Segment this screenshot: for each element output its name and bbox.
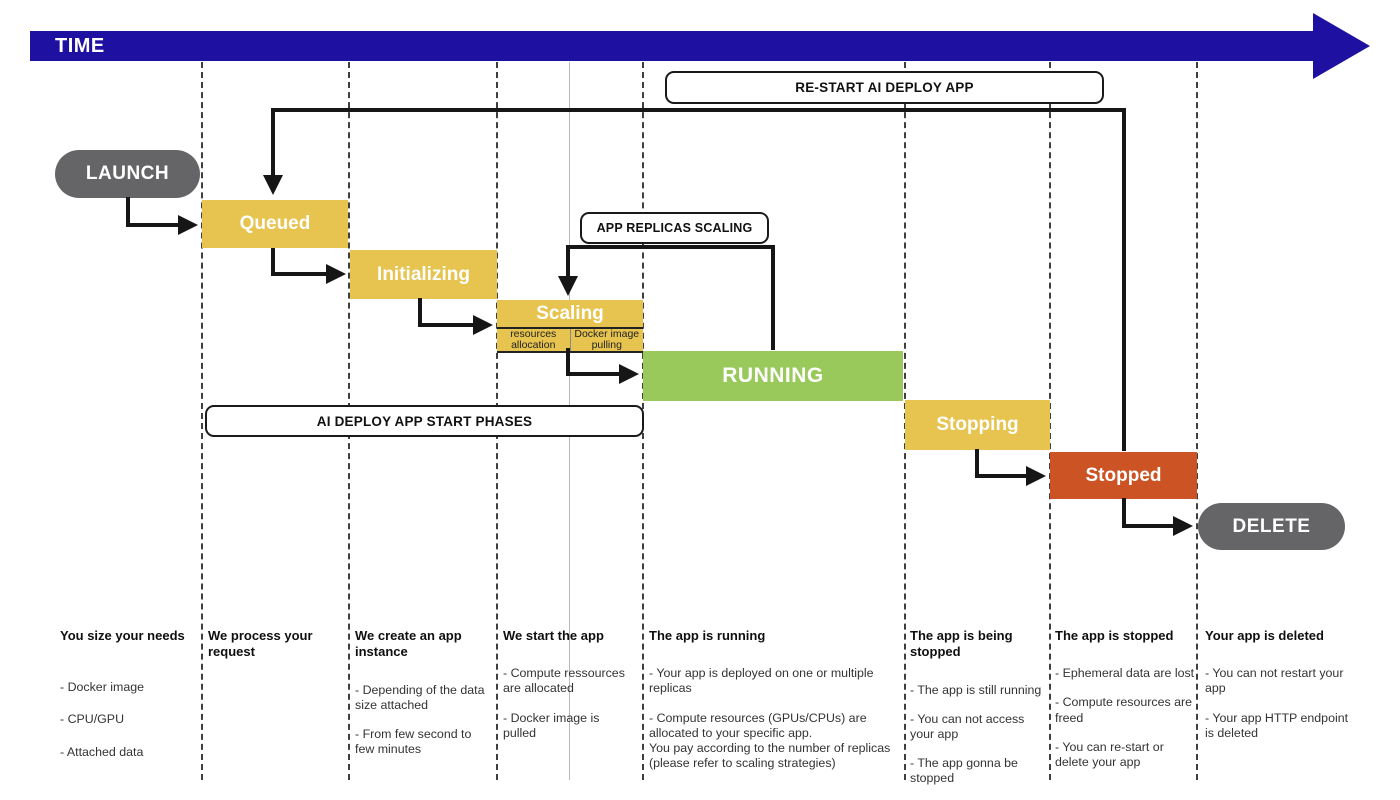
column-item: - Ephemeral data are lost [1055,666,1195,681]
column-title: The app is running [649,628,766,643]
column-title: We start the app [503,628,604,643]
column-item: - Compute ressources are allocated [503,666,625,696]
column-guide-line [1196,62,1198,780]
phase-scaling: Scaling resources allocation Docker imag… [497,300,643,353]
column-item: - The app is still running [910,682,1042,697]
arrow-launch-to-queued [126,197,198,235]
column-process-request: We process your request [208,628,323,683]
column-item: - CPU/GPU [60,712,125,727]
phase-stopping: Stopping [905,400,1050,450]
restart-annotation: RE-START AI DEPLOY APP [665,71,1104,104]
column-app-stopped: The app is stopped - Ephemeral data are … [1055,628,1195,784]
column-item: - Your app HTTP endpoint is deleted [1205,710,1349,740]
column-item: - You can not access your app [910,711,1025,741]
time-axis-arrow: TIME [30,31,1315,61]
arrow-initializing-to-scaling [418,298,493,335]
phase-scaling-substeps: resources allocation Docker image pullin… [497,327,643,353]
phase-stopped: Stopped [1050,452,1197,499]
column-being-stopped: The app is being stopped - The app is st… [910,628,1045,800]
column-item: - You can not restart your app [1205,666,1344,696]
phase-scaling-label: Scaling [497,300,643,327]
time-axis-arrowhead [1313,13,1370,79]
column-item: - Attached data [60,744,144,759]
substep-docker-image-pulling: Docker image pulling [574,328,640,351]
launch-node: LAUNCH [55,150,200,198]
column-app-deleted: Your app is deleted - You can not restar… [1205,628,1353,755]
phase-queued: Queued [202,200,348,248]
phase-initializing: Initializing [350,250,497,299]
time-axis-label: TIME [55,34,105,57]
column-title: We create an app instance [355,628,462,660]
column-title: Your app is deleted [1205,628,1324,643]
column-item: - Your app is deployed on one or multipl… [649,666,874,696]
column-title: We process your request [208,628,313,660]
column-item: - Compute resources (GPUs/CPUs) are allo… [649,710,891,770]
substep-resources-allocation: resources allocation [497,329,571,351]
column-app-running: The app is running - Your app is deploye… [649,628,901,785]
column-item: - Docker image [60,680,145,695]
column-size-your-needs: You size your needs - Docker image - CPU… [60,628,200,777]
column-item: - The app gonna be stopped [910,755,1018,785]
phase-running: RUNNING [643,351,903,401]
arrow-stopped-to-delete [1122,498,1193,536]
column-item: - You can re-start or delete your app [1055,739,1164,769]
column-item: - From few second to few minutes [355,726,472,756]
arrow-stopping-to-stopped [975,449,1046,486]
start-phases-annotation: AI DEPLOY APP START PHASES [205,405,644,437]
column-start-app: We start the app - Compute ressources ar… [503,628,633,755]
column-title: The app is being stopped [910,628,1013,660]
replicas-scaling-annotation: APP REPLICAS SCALING [580,212,769,244]
column-title: The app is stopped [1055,628,1174,643]
column-item: - Docker image is pulled [503,710,600,740]
column-guide-line [201,62,203,780]
column-item: - Compute resources are freed [1055,695,1193,725]
column-item: - Depending of the data size attached [355,682,485,712]
delete-node: DELETE [1198,503,1345,550]
column-title: You size your needs [60,628,185,643]
column-create-instance: We create an app instance - Depending of… [355,628,487,771]
arrow-queued-to-initializing [271,248,346,284]
